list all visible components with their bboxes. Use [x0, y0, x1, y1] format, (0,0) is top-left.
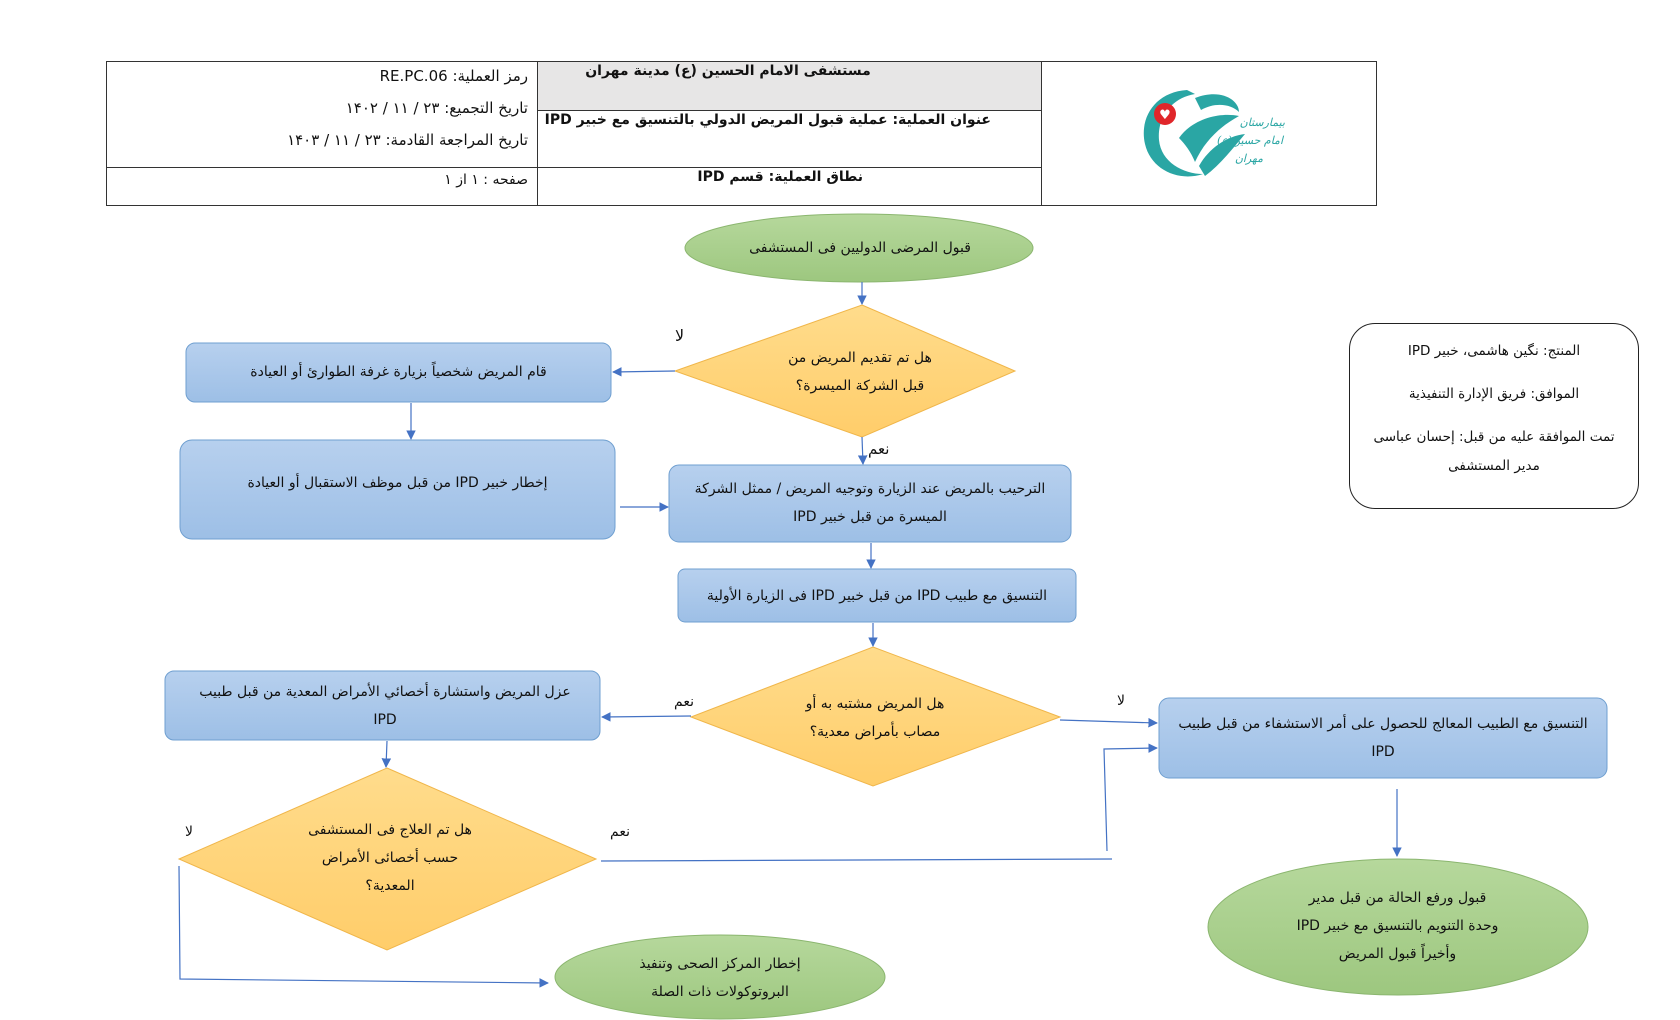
accept-terminal: [1207, 858, 1589, 996]
branch-yes-label: نعم: [868, 440, 890, 458]
connector: [178, 865, 549, 988]
branch-no-label: لا: [1117, 693, 1125, 709]
decision-treated: [177, 767, 598, 951]
connector: [1059, 717, 1158, 728]
page-number: صفحه : ۱ از ۱: [444, 172, 528, 188]
decision-company-label: هل تم تقديم المريض من قبل الشركة الميسرة…: [788, 350, 932, 394]
logo-text-3: مهران: [1235, 152, 1263, 165]
connector: [857, 436, 868, 465]
branch-no-label: لا: [185, 824, 193, 840]
branch-no-label: لا: [675, 326, 685, 345]
approver-note: الموافق: فريق الإدارة التنفيذية: [1408, 386, 1580, 402]
decision-infection: [689, 646, 1062, 787]
review-date: تاريخ المراجعة القادمة: ٢٣ / ١١ / ١۴٠٣: [287, 131, 528, 149]
accept-label: قبول ورفع الحالة من قبل مدير وحدة التنوي…: [1296, 890, 1499, 962]
connector: [1103, 743, 1158, 852]
connector: [601, 712, 692, 722]
process-title: عنوان العملية: عملية قبول المريض الدولي …: [544, 112, 991, 128]
start-terminal: [684, 213, 1034, 283]
isolate-label: عزل المريض واستشارة أخصائي الأمراض المعد…: [199, 684, 571, 728]
connector: [381, 740, 392, 768]
process-code: رمز العملية: RE.PC.06: [379, 67, 528, 85]
hospital-name: مستشفى الامام الحسين (ع) مدينة مهران: [585, 63, 871, 79]
svg-text:♥: ♥: [1159, 108, 1171, 123]
process-coordinate-doctor: [677, 568, 1077, 623]
approved-role-note: مدير المستشفى: [1448, 458, 1540, 474]
process-coordinate-treating: [1158, 697, 1608, 779]
header-divider: [106, 167, 538, 168]
branch-yes-label: نعم: [610, 824, 630, 840]
welcome-label: الترحيب بالمريض عند الزيارة وتوجيه المري…: [694, 481, 1046, 525]
coordinate-treating-label: التنسيق مع الطبيب المعالج للحصول على أمر…: [1178, 716, 1588, 760]
start-label: قبول المرضى الدوليين فى المستشفى: [749, 240, 971, 256]
header-frame: [106, 61, 1377, 206]
process-walk-in: [185, 342, 612, 403]
notify-center-terminal: [554, 934, 886, 1020]
hospital-cell: [538, 62, 1041, 111]
branch-yes-label: نعم: [674, 694, 694, 710]
approval-notes: المنتج: نگين هاشمى، خبير IPD الموافق: فر…: [1349, 323, 1639, 509]
logo-text-2: امام حسین(ع): [1217, 134, 1285, 147]
process-welcome: [668, 464, 1072, 543]
header-divider: [538, 167, 1041, 168]
hospital-logo: ♥ بیمارستان امام حسین(ع) مهران: [1135, 78, 1295, 188]
coordinate-doctor-label: التنسيق مع طبيب IPD من قبل خبير IPD فى ا…: [706, 588, 1048, 604]
process-isolate: [164, 670, 601, 741]
logo-text-1: بیمارستان: [1240, 116, 1285, 129]
producer-note: المنتج: نگين هاشمى، خبير IPD: [1407, 343, 1581, 359]
notify-ipd-label: إخطار خبير IPD من قبل موظف الاستقبال أو …: [247, 475, 548, 491]
process-scope: نطاق العملية: قسم IPD: [697, 169, 863, 185]
walk-in-label: قام المريض شخصياً بزيارة غرفة الطوارئ أو…: [250, 364, 547, 380]
decision-treated-label: هل تم العلاج فى المستشفى حسب أخصائى الأم…: [308, 822, 472, 894]
process-notify-ipd: [179, 439, 616, 540]
connector: [600, 858, 1113, 862]
compile-date: تاريخ التجميع: ٢٣ / ١١ / ١۴٠٢: [345, 99, 528, 117]
connector: [612, 367, 676, 377]
header-divider: [537, 61, 538, 206]
header-divider: [1041, 61, 1042, 206]
approved-by-note: تمت الموافقة عليه من قبل: إحسان عباسى: [1373, 429, 1615, 445]
notify-center-label: إخطار المركز الصحى وتنفيذ البروتوكولات ذ…: [639, 956, 801, 1000]
decision-infection-label: هل المريض مشتبه به أو مصاب بأمراض معدية؟: [805, 696, 945, 740]
